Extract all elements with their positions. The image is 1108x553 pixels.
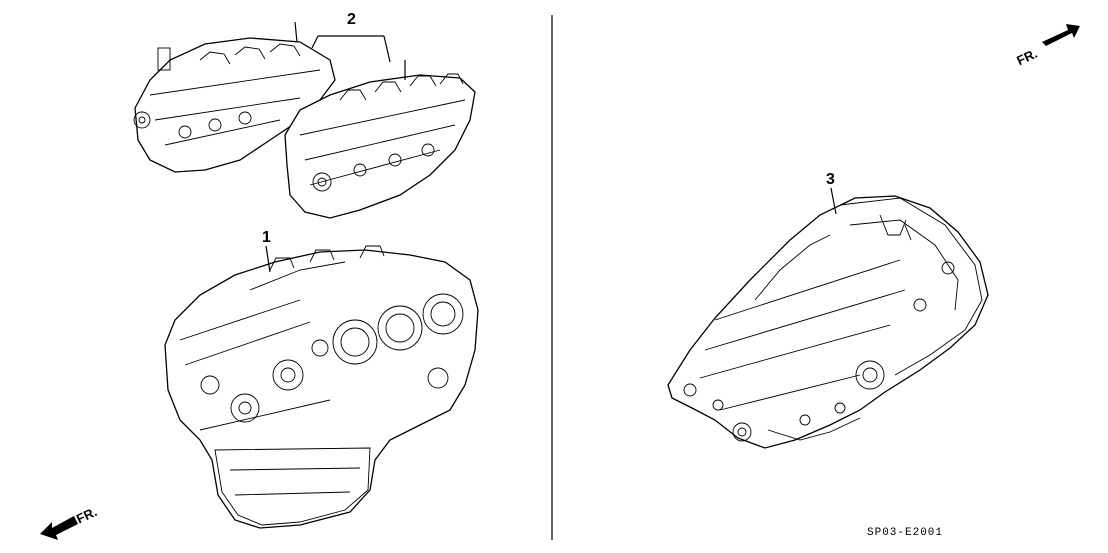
- cylinder-head-rear: [133, 21, 336, 173]
- fr-label-top-right: FR.: [1014, 46, 1039, 68]
- fr-label-bottom-left: FR.: [74, 504, 99, 526]
- front-direction-arrow-top-right: FR.: [1014, 24, 1080, 68]
- front-direction-arrow-bottom-left: FR.: [40, 504, 99, 540]
- transmission: [667, 195, 989, 449]
- callout-1-label: 1: [262, 229, 271, 246]
- diagram-code: SP03-E2001: [867, 527, 943, 539]
- engine-block: [164, 245, 479, 529]
- callout-1-leader: [265, 245, 271, 273]
- cylinder-head-front: [284, 60, 476, 219]
- callout-2-label: 2: [347, 11, 356, 28]
- arrow-right-icon: [1042, 24, 1080, 46]
- arrow-left-icon: [40, 516, 78, 540]
- callout-3-leader: [830, 187, 837, 215]
- callout-3-label: 3: [826, 171, 835, 188]
- callout-2-leader: [311, 35, 391, 63]
